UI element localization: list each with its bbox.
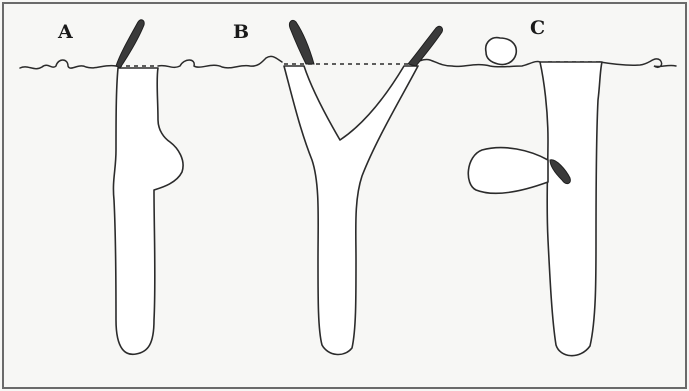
surface-line-left — [20, 60, 116, 69]
ovipositor-b-left — [289, 20, 314, 64]
panel-label-b: B — [233, 21, 249, 43]
panel-label-a: A — [57, 21, 73, 43]
burrow-c-side-chamber — [468, 148, 548, 194]
surface-line-right — [600, 59, 676, 67]
surface-line-mid-left — [158, 56, 282, 68]
burrow-c-tunnel — [540, 62, 602, 356]
burrow-a-tunnel — [113, 68, 183, 354]
burrow-b-tunnel — [284, 66, 418, 354]
ovipositor-a — [116, 20, 144, 68]
surface-line-mid-right — [410, 59, 540, 66]
panel-label-c: C — [530, 17, 545, 39]
burrow-b-group — [284, 20, 443, 354]
egg-c — [486, 38, 517, 65]
burrow-a-group — [113, 20, 183, 354]
burrow-c-group — [468, 38, 602, 356]
